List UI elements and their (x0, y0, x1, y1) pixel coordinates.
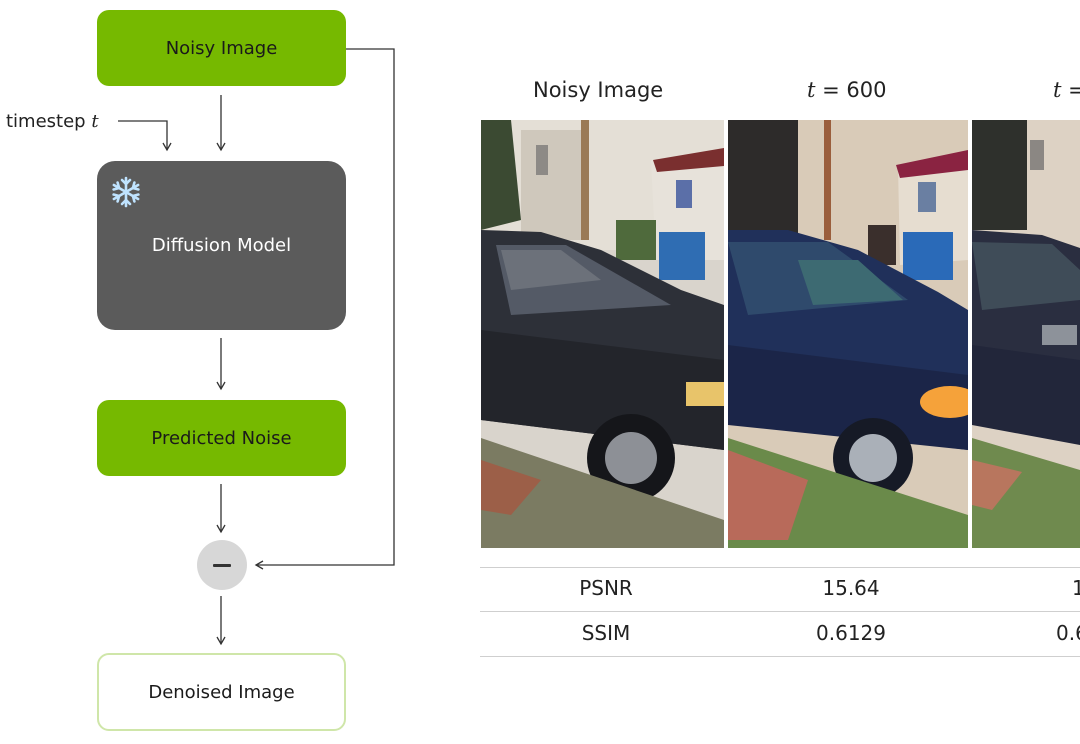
metric-value-ssim-partial: 0.6 (1056, 621, 1080, 645)
metric-label-ssim: SSIM (581, 621, 631, 645)
minus-icon (213, 563, 231, 567)
table-rule-bottom (480, 656, 1080, 657)
snowflake-icon (110, 176, 142, 208)
noisy-image-label: Noisy Image (165, 37, 278, 59)
table-rule-middle (480, 611, 1080, 612)
predicted-noise-label: Predicted Noise (151, 427, 292, 449)
denoised-image-box: Denoised Image (97, 653, 346, 731)
noisy-image-box: Noisy Image (97, 10, 346, 86)
denoised-image-label: Denoised Image (148, 681, 295, 703)
table-rule-top (480, 567, 1080, 568)
diffusion-model-label: Diffusion Model (151, 235, 292, 256)
metric-label-psnr: PSNR (579, 576, 633, 600)
denoised-car-image-t600 (728, 120, 968, 548)
metric-value-ssim-t600: 0.6129 (816, 621, 886, 645)
column-header-t600: t = 600 (807, 78, 887, 102)
denoised-car-image-partial (972, 120, 1080, 548)
predicted-noise-box: Predicted Noise (97, 400, 346, 476)
metric-value-psnr-partial: 1 (1072, 576, 1080, 600)
metric-value-psnr-t600: 15.64 (822, 576, 880, 600)
subtract-operator (197, 540, 247, 590)
timestep-label: timestep t (6, 111, 99, 132)
noisy-car-image (481, 120, 724, 548)
column-header-noisy: Noisy Image (533, 78, 664, 102)
column-header-third: t = (1053, 78, 1080, 102)
